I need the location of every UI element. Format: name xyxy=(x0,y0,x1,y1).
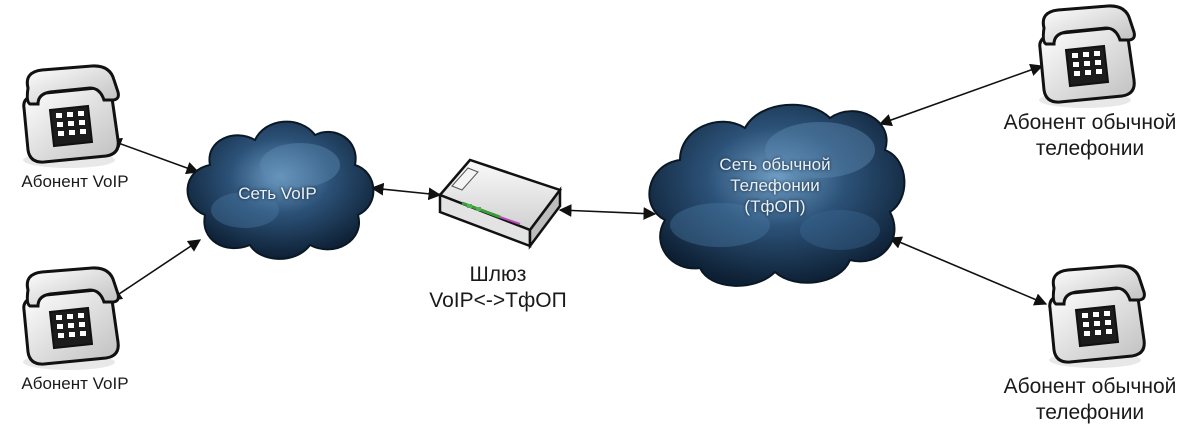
pstn-subscriber-bottom-line-2: телефонии xyxy=(1035,401,1145,424)
telephone-icon xyxy=(21,266,120,372)
pstn-cloud-icon xyxy=(648,103,906,287)
telephone-icon xyxy=(21,64,120,170)
pstn-subscriber-bottom-line-1: Абонент обычной xyxy=(1003,375,1177,398)
voip-subscriber-top-label: Абонент VoIP xyxy=(21,172,129,191)
link-gateway-to-pstn-cloud xyxy=(558,204,657,220)
gateway-router-icon xyxy=(437,158,563,250)
pstn-subscriber-bottom-label: Абонент обычной телефонии xyxy=(980,374,1200,426)
voip-cloud-label: Сеть VoIP xyxy=(238,184,317,203)
link-voip-top-to-voip-cloud xyxy=(108,137,200,175)
voip-subscriber-bottom-label: Абонент VoIP xyxy=(21,374,129,393)
telephone-icon xyxy=(1047,264,1146,370)
voip-cloud-icon xyxy=(186,120,375,260)
gateway-label: Шлюз VoIP<->ТфОП xyxy=(398,262,598,314)
pstn-subscriber-top-line-1: Абонент обычной xyxy=(1003,111,1177,134)
gateway-label-line-1: Шлюз xyxy=(469,263,527,286)
pstn-subscriber-top-line-2: телефонии xyxy=(1035,137,1145,160)
pstn-cloud-label-line-2: Телефонии xyxy=(730,176,820,195)
gateway-label-line-2: VoIP<->ТфОП xyxy=(429,289,567,312)
pstn-cloud-label-line-3: (ТфОП) xyxy=(744,197,806,216)
pstn-cloud-label-line-1: Сеть обычной xyxy=(719,155,831,174)
connection-lines xyxy=(108,63,1048,306)
pstn-cloud-label: Сеть обычной Телефонии (ТфОП) xyxy=(690,154,860,217)
link-pstn-cloud-to-pstn-top xyxy=(878,63,1044,127)
telephone-icon xyxy=(1037,4,1136,110)
link-voip-cloud-to-gateway xyxy=(370,182,442,201)
link-voip-bottom-to-voip-cloud xyxy=(108,239,202,301)
pstn-subscriber-top-label: Абонент обычной телефонии xyxy=(980,110,1200,162)
link-pstn-cloud-to-pstn-bottom xyxy=(888,236,1048,306)
